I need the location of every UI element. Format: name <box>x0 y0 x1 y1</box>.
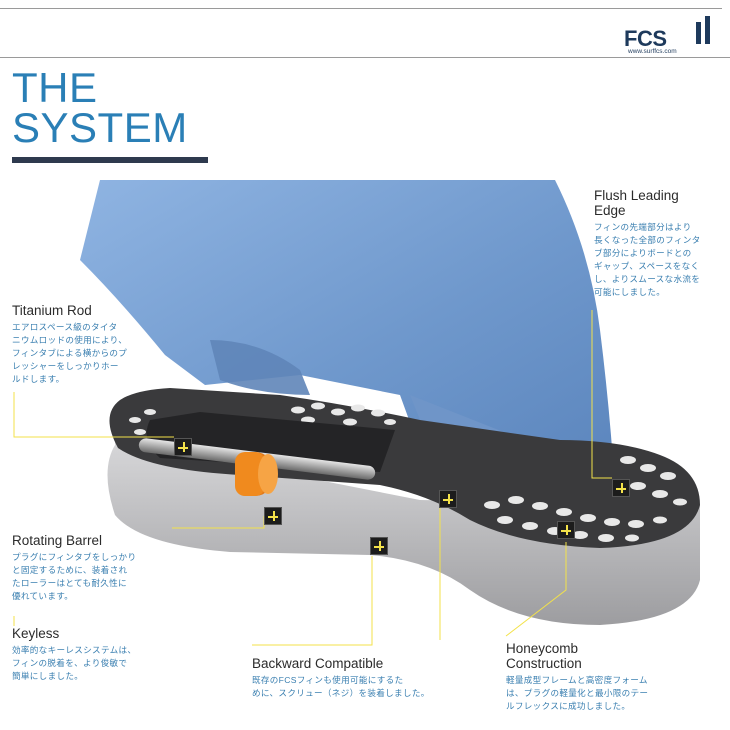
honeycomb-dots <box>129 402 687 542</box>
rotating-barrel-marker-icon[interactable] <box>264 507 282 525</box>
titanium-rod-marker-icon[interactable] <box>174 438 192 456</box>
feature-heading: Keyless <box>12 626 60 641</box>
feature-heading: Rotating Barrel <box>12 533 103 548</box>
feature-description: 効率的なキーレスシステムは、 フィンの脱着を、より俊敏で 簡単にしました。 <box>12 645 137 681</box>
logo-bars-icon <box>696 16 710 44</box>
feature-rotating-barrel: Rotating Barrel プラグにフィンタブをしっかり と固定するために、… <box>12 533 172 603</box>
keyless-marker-icon[interactable] <box>370 537 388 555</box>
flush-leading-edge-marker-icon[interactable] <box>612 479 630 497</box>
header-bottom-rule <box>0 57 730 58</box>
feature-backward-compatible: Backward Compatible 既存のFCSフィンも使用可能にするた め… <box>252 656 442 700</box>
feature-heading: Titanium Rod <box>12 303 92 318</box>
feature-description: フィンの先端部分はより 長くなった全部のフィンタ ブ部分によりボードとの ギャッ… <box>594 222 701 297</box>
fcs-logo[interactable]: FCS www.surffcs.com <box>624 12 720 56</box>
feature-titanium-rod: Titanium Rod エアロスペース級のタイタ ニウムロッドの使用により、 … <box>12 303 172 386</box>
feature-keyless: Keyless 効率的なキーレスシステムは、 フィンの脱着を、より俊敏で 簡単に… <box>12 626 172 683</box>
logo-url: www.surffcs.com <box>628 48 677 55</box>
title-line-2: SYSTEM <box>12 104 188 151</box>
feature-honeycomb-construction: Honeycomb Construction 軽量成型フレームと高密度フォーム … <box>506 641 686 713</box>
honeycomb-marker-icon[interactable] <box>557 521 575 539</box>
title-line-1: THE <box>12 64 98 111</box>
feature-heading-line-1: Flush Leading <box>594 188 679 203</box>
feature-description: エアロスペース級のタイタ ニウムロッドの使用により、 フィンタブによる横からのプ… <box>12 322 128 384</box>
backward-compatible-marker-icon[interactable] <box>439 490 457 508</box>
fin-front-tab <box>210 340 310 395</box>
page-title: THE SYSTEM <box>12 64 188 151</box>
feature-heading: Backward Compatible <box>252 656 384 671</box>
title-underline <box>12 157 208 163</box>
header-bar: FCS www.surffcs.com <box>0 0 730 62</box>
feature-flush-leading-edge: Flush Leading Edge フィンの先端部分はより 長くなった全部のフ… <box>594 188 722 299</box>
fin-body <box>80 180 615 490</box>
feature-heading-line-1: Honeycomb <box>506 641 579 656</box>
rotating-barrel <box>235 452 278 496</box>
header-top-rule <box>0 8 722 9</box>
feature-description: 既存のFCSフィンも使用可能にするた めに、スクリュー（ネジ）を装着しました。 <box>252 675 430 698</box>
feature-heading-line-2: Construction <box>506 656 582 671</box>
feature-description: 軽量成型フレームと高密度フォーム は、プラグの軽量化と最小限のテー ルフレックス… <box>506 675 649 711</box>
logo-wordmark: FCS <box>624 26 667 51</box>
feature-heading-line-2: Edge <box>594 203 626 218</box>
fcs-plug-illustration <box>13 180 700 646</box>
feature-description: プラグにフィンタブをしっかり と固定するために、装着され たローラーはとても耐久… <box>12 552 137 601</box>
